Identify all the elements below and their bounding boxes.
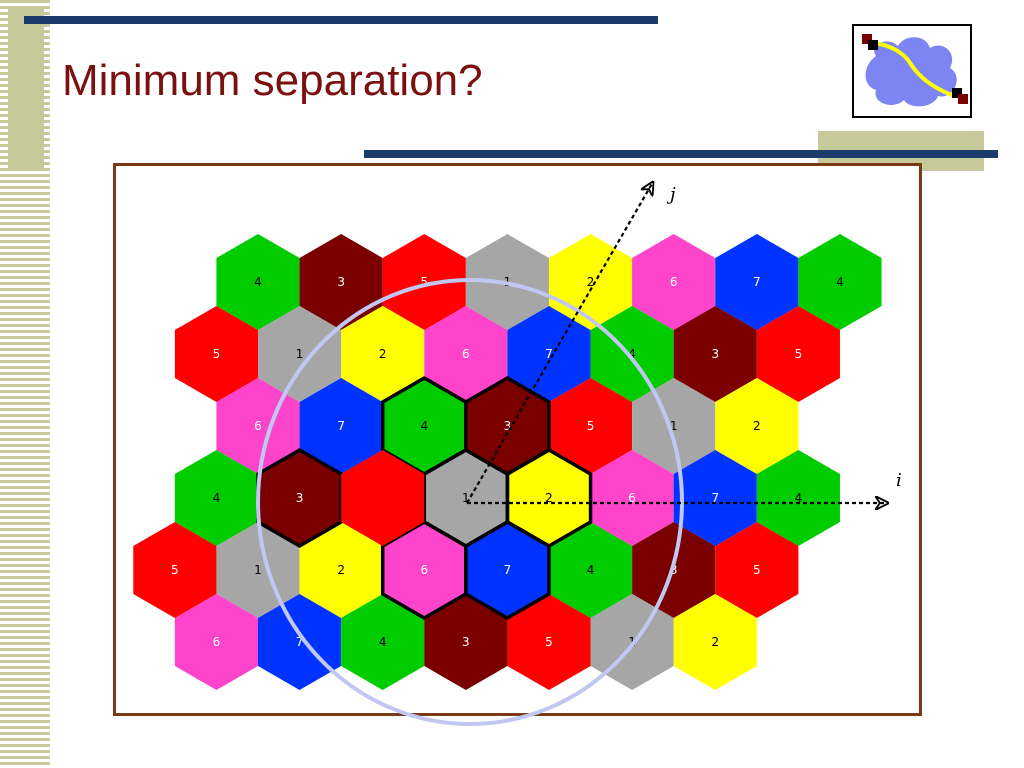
hex-cell-r5-c2 (341, 594, 425, 690)
axis-j-arrow (466, 182, 653, 504)
hex-cell-r3-c3 (424, 450, 508, 546)
hex-label-r3-c6: 7 (711, 491, 719, 505)
hex-cell-r1-c0 (174, 306, 258, 402)
hex-cell-r0-c0 (216, 234, 300, 330)
hex-label-r4-c0: 5 (171, 563, 179, 577)
hex-label-r0-c4: 2 (587, 275, 595, 289)
hex-label-r2-c2: 4 (420, 419, 428, 433)
hex-label-r5-c6: 2 (711, 635, 719, 649)
hex-cell-r2-c6 (715, 378, 799, 474)
hex-label-r5-c1: 7 (296, 635, 304, 649)
hex-label-r2-c0: 6 (254, 419, 262, 433)
hex-cell-r1-c1 (258, 306, 342, 402)
hex-label-r0-c7: 4 (836, 275, 844, 289)
reuse-cluster-outline (256, 376, 593, 620)
hex-cell-r5-c1 (258, 594, 342, 690)
hex-label-r3-c7: 4 (795, 491, 803, 505)
hex-label-r1-c5: 4 (628, 347, 636, 361)
hex-label-r2-c1: 7 (337, 419, 345, 433)
axis-i-label: i (896, 470, 902, 491)
hex-label-r2-c5: 1 (670, 419, 678, 433)
hex-label-r2-c4: 5 (587, 419, 595, 433)
cluster-cell-outline-6 (464, 520, 551, 620)
hex-label-r2-c6: 2 (753, 419, 761, 433)
hex-cell-r1-c3 (424, 306, 508, 402)
hex-cell-r5-c6 (673, 594, 757, 690)
bottom-rule (364, 150, 998, 158)
hex-cell-r0-c2 (382, 234, 466, 330)
axis-j-label: j (666, 184, 676, 205)
hex-label-r1-c4: 7 (545, 347, 553, 361)
hex-label-r4-c4: 7 (504, 563, 512, 577)
network-logo (852, 24, 972, 118)
slide-title: Minimum separation? (62, 56, 483, 105)
hex-label-r5-c0: 6 (213, 635, 221, 649)
hex-cell-r5-c4 (507, 594, 591, 690)
top-rule (24, 16, 658, 24)
hex-label-r4-c7: 5 (753, 563, 761, 577)
hex-cell-r4-c2 (299, 522, 383, 618)
hex-label-r0-c1: 3 (337, 275, 345, 289)
hex-label-r3-c1: 3 (296, 491, 304, 505)
hex-cell-r5-c0 (174, 594, 258, 690)
hex-cell-r1-c2 (341, 306, 425, 402)
hex-cell-r4-c3 (382, 522, 466, 618)
hex-label-r4-c5: 4 (587, 563, 595, 577)
hex-label-r1-c0: 5 (213, 347, 221, 361)
hex-label-r5-c2: 4 (379, 635, 387, 649)
hex-label-r4-c1: 1 (254, 563, 262, 577)
hex-label-r4-c3: 6 (420, 563, 428, 577)
hex-cell-r1-c5 (590, 306, 674, 402)
hex-label-r1-c3: 6 (462, 347, 470, 361)
hex-label-r1-c2: 2 (379, 347, 387, 361)
hex-cell-r0-c6 (715, 234, 799, 330)
hex-label-r1-c6: 3 (711, 347, 719, 361)
hex-label-r3-c3: 1 (462, 491, 470, 505)
hex-cell-r4-c0 (133, 522, 217, 618)
hex-cell-r3-c7 (756, 450, 840, 546)
hex-cell-r4-c7 (715, 522, 799, 618)
hex-cell-r0-c7 (798, 234, 882, 330)
hex-cell-r3-c1 (258, 450, 342, 546)
hex-label-r3-c5: 6 (628, 491, 636, 505)
hex-label-r0-c5: 6 (670, 275, 678, 289)
hex-cell-r3-c5 (590, 450, 674, 546)
hex-cell-r0-c5 (632, 234, 716, 330)
hex-cell-r2-c2 (382, 378, 466, 474)
hex-cell-r2-c1 (299, 378, 383, 474)
cloud-path-icon (862, 34, 968, 107)
hex-label-r5-c3: 3 (462, 635, 470, 649)
hex-label-r4-c2: 2 (337, 563, 345, 577)
hex-label-r0-c2: 5 (420, 275, 428, 289)
hex-label-r2-c3: 3 (504, 419, 512, 433)
hex-cell-r2-c3 (465, 378, 549, 474)
hex-cell-r3-c0 (174, 450, 258, 546)
hex-label-r0-c0: 4 (254, 275, 262, 289)
left-bar-decoration (8, 8, 44, 170)
hex-cell-r1-c6 (673, 306, 757, 402)
hex-cell-r3-c6 (673, 450, 757, 546)
hex-label-r3-c0: 4 (213, 491, 221, 505)
hex-cell-r1-c7 (756, 306, 840, 402)
hex-cell-r3-c4 (507, 450, 591, 546)
hex-cell-r5-c3 (424, 594, 508, 690)
hex-label-r1-c7: 5 (795, 347, 803, 361)
hex-cell-r2-c4 (548, 378, 633, 474)
hex-cell-r2-c5 (632, 378, 716, 474)
hex-label-r5-c4: 5 (545, 635, 553, 649)
hex-label-r1-c1: 1 (296, 347, 304, 361)
hex-cell-r1-c4 (507, 306, 591, 402)
hex-label-r0-c6: 7 (753, 275, 761, 289)
hex-label-r3-c4: 2 (545, 491, 553, 505)
hex-cell-layer: 4351267451267435674351243512674512674356… (133, 234, 882, 690)
reuse-distance-circle (256, 278, 684, 726)
cluster-centre-cell (341, 450, 425, 546)
hex-cell-r4-c4 (465, 522, 549, 618)
hex-cell-r0-c1 (299, 234, 383, 330)
hex-cell-r4-c5 (548, 522, 633, 618)
